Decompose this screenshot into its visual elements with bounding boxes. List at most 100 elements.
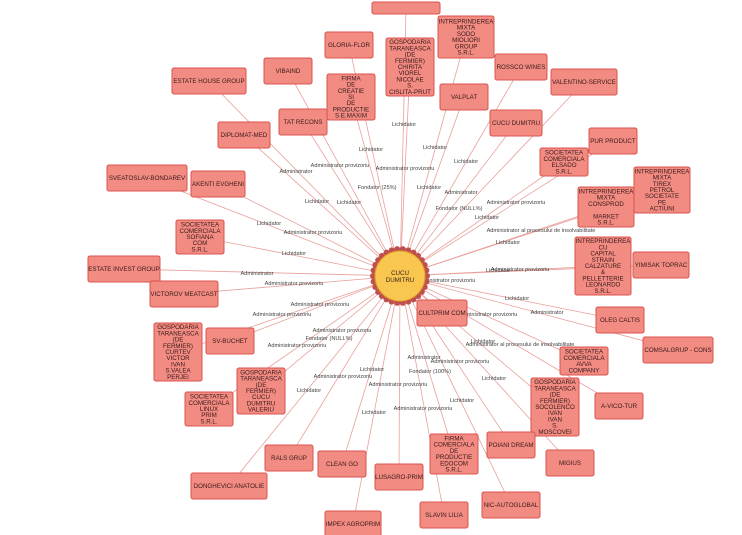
- node-box[interactable]: [190, 472, 268, 500]
- node-box[interactable]: [324, 510, 382, 535]
- edge-label: Lichidator: [297, 388, 321, 394]
- node-rals[interactable]: RALS GRUP: [264, 444, 314, 472]
- node-clean[interactable]: CLEAN GO: [317, 450, 367, 478]
- node-sveatoslav[interactable]: SVEATOSLAV-BONDAREV: [106, 164, 188, 192]
- node-rossco[interactable]: ROSSCO WINES: [494, 53, 548, 81]
- node-gospodaria1[interactable]: GOSPODARIATARANEASCA(DEFERMIER)CHIRITAVI…: [385, 37, 435, 97]
- node-intr_tirex[interactable]: INTREPRINDEREAMIXTATIREXPETROLSOCIETATEP…: [633, 166, 691, 214]
- node-box[interactable]: [371, 1, 441, 15]
- node-box[interactable]: [574, 236, 632, 296]
- node-box[interactable]: [595, 306, 645, 334]
- node-box[interactable]: [106, 164, 188, 192]
- node-intr_capital[interactable]: INTREPRINDEREACUCAPITALSTRAINCALZATURE&P…: [574, 236, 632, 296]
- node-box[interactable]: [87, 255, 161, 283]
- node-lusagro[interactable]: LUSAGRO-PRIM: [374, 463, 424, 491]
- node-box[interactable]: [481, 491, 541, 519]
- node-box[interactable]: [184, 391, 234, 427]
- node-estate_house[interactable]: ESTATE HOUSE GROUP: [171, 67, 247, 95]
- node-diplomat[interactable]: DIPLOMAT-MED: [217, 121, 271, 149]
- node-box[interactable]: [236, 367, 286, 415]
- node-box[interactable]: [263, 57, 313, 85]
- node-box[interactable]: [486, 431, 536, 459]
- node-intreprinderea1[interactable]: INTREPRINDEREAMIXTASODOMIOLIORIGROUPS.R.…: [437, 15, 495, 59]
- node-box[interactable]: [594, 392, 644, 420]
- node-victorov[interactable]: VICTOROV MEATCAST: [149, 280, 219, 308]
- node-avico[interactable]: A-VICO-TUR: [594, 392, 644, 420]
- node-valplat[interactable]: VALPLAT: [439, 83, 489, 111]
- node-box[interactable]: [278, 108, 328, 136]
- node-valentino[interactable]: VALENTINO-SERVICE: [550, 68, 618, 96]
- node-box[interactable]: [437, 15, 495, 59]
- node-nic[interactable]: NIC-AUTOGLOBAL: [481, 491, 541, 519]
- edge-oleg: [399, 275, 621, 321]
- node-box[interactable]: [171, 67, 247, 95]
- node-label: RALS GRUP: [271, 455, 307, 462]
- node-box[interactable]: [439, 83, 489, 111]
- node-box[interactable]: [588, 127, 638, 155]
- node-box[interactable]: [385, 37, 435, 97]
- node-oleg[interactable]: OLEG CALTIS: [595, 306, 645, 334]
- node-box[interactable]: [190, 170, 246, 198]
- node-akenti[interactable]: AKENTI EVGHENI: [190, 170, 246, 198]
- node-donghevici[interactable]: DONGHEVICI ANATOLIE: [190, 472, 268, 500]
- node-box[interactable]: [539, 147, 589, 177]
- node-box[interactable]: [530, 377, 580, 437]
- node-label: SLAVIN LILIA: [425, 512, 464, 519]
- node-box[interactable]: [153, 322, 203, 382]
- node-label: FERMIER): [246, 388, 276, 395]
- node-label: S.R.L.: [597, 220, 614, 227]
- node-label: CAPITAL: [590, 251, 616, 258]
- node-box[interactable]: [205, 327, 255, 355]
- node-box[interactable]: [632, 251, 690, 279]
- node-migius[interactable]: MIGIUS: [545, 449, 595, 477]
- node-box[interactable]: [577, 186, 635, 228]
- node-box[interactable]: [326, 73, 376, 121]
- node-comsalgrup[interactable]: COMSALGRUP - CONS: [642, 336, 714, 364]
- node-cucu_d[interactable]: CUCU DUMITRU: [489, 109, 543, 137]
- node-box[interactable]: [489, 109, 543, 137]
- node-yimisak[interactable]: YIMISAK TOPRAC: [632, 251, 690, 279]
- node-box[interactable]: [175, 219, 225, 255]
- center-circle[interactable]: [374, 250, 426, 302]
- node-sv_buchet[interactable]: SV-BUCHET: [205, 327, 255, 355]
- node-poiani[interactable]: POIANI DREAM: [486, 431, 536, 459]
- node-box[interactable]: [149, 280, 219, 308]
- node-box[interactable]: [317, 450, 367, 478]
- node-gosp_valeriu[interactable]: GOSPODARIATARANEASCA(DEFERMIER)CUCUDUMIT…: [236, 367, 286, 415]
- node-cultprim[interactable]: CULTPRIM COM: [416, 299, 468, 327]
- node-label: MOSCOVEI: [538, 429, 572, 436]
- node-box[interactable]: [416, 299, 468, 327]
- node-box[interactable]: [374, 463, 424, 491]
- node-box[interactable]: [494, 53, 548, 81]
- node-box[interactable]: [559, 346, 609, 376]
- node-box[interactable]: [429, 433, 479, 475]
- node-box[interactable]: [545, 449, 595, 477]
- node-label: PETROL: [650, 187, 675, 194]
- node-pur[interactable]: PUR PRODUCT: [588, 127, 638, 155]
- node-top[interactable]: [371, 1, 441, 15]
- node-box[interactable]: [419, 501, 469, 529]
- node-tat[interactable]: TAT RECONS: [278, 108, 328, 136]
- node-slavin[interactable]: SLAVIN LILIA: [419, 501, 469, 529]
- node-box[interactable]: [264, 444, 314, 472]
- node-gloria[interactable]: GLORIA-FLOR: [324, 31, 374, 59]
- node-box[interactable]: [642, 336, 714, 364]
- node-box[interactable]: [217, 121, 271, 149]
- node-impex[interactable]: IMPEX AGROPRIM: [324, 510, 382, 535]
- node-gosp_moscovei[interactable]: GOSPODARIATARANEASCA(DEFERMIER)SOCOLENCO…: [530, 377, 580, 437]
- edge-label: Administrator provizoriu: [268, 343, 327, 349]
- node-box[interactable]: [550, 68, 618, 96]
- node-vibaind[interactable]: VIBAIND: [263, 57, 313, 85]
- node-estate_invest[interactable]: ESTATE INVEST GROUP: [87, 255, 161, 283]
- node-label: SOCIETATEA: [565, 349, 604, 356]
- node-gosp_curtev[interactable]: GOSPODARIATARANEASCA(DEFERMIER)CURTEVVIC…: [153, 322, 203, 382]
- node-box[interactable]: [324, 31, 374, 59]
